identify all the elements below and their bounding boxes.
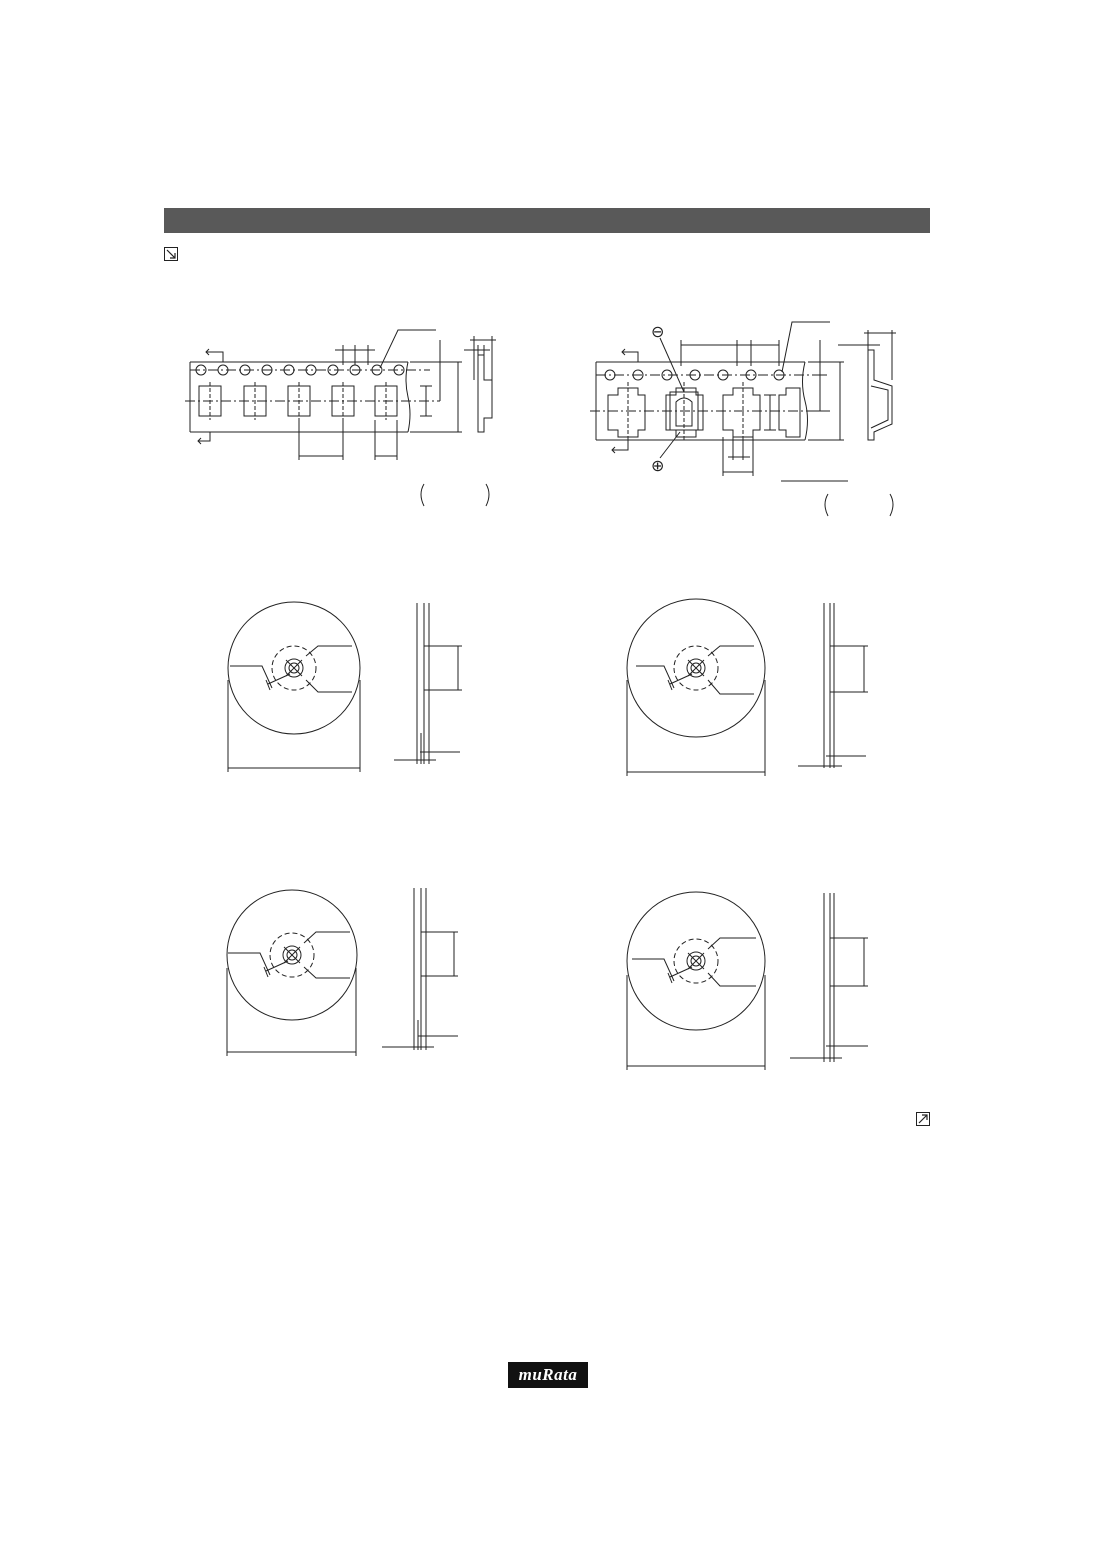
- murata-logo: muRata: [508, 1362, 588, 1388]
- arrow-up-right-icon[interactable]: [916, 1112, 930, 1126]
- sprocket-holes-right: [604, 369, 785, 381]
- reel-drawing-bottom-right: [626, 891, 868, 1070]
- arrow-down-right-icon[interactable]: [164, 247, 178, 261]
- component-in-pocket: [665, 382, 704, 442]
- cavities-right: [607, 382, 801, 442]
- tape-drawing-left: [185, 329, 496, 507]
- minus-polarity-mark: ⊖: [651, 322, 664, 341]
- reel-drawing-bottom-left: [226, 888, 458, 1056]
- reel-drawing-top-right: [626, 598, 868, 776]
- tape-drawing-right: ⊖ ⊕: [590, 321, 896, 517]
- reel-drawing-top-left: [227, 601, 462, 772]
- cavities-left: [198, 382, 398, 420]
- plus-polarity-mark: ⊕: [651, 456, 664, 475]
- section-header-bar: [164, 208, 930, 233]
